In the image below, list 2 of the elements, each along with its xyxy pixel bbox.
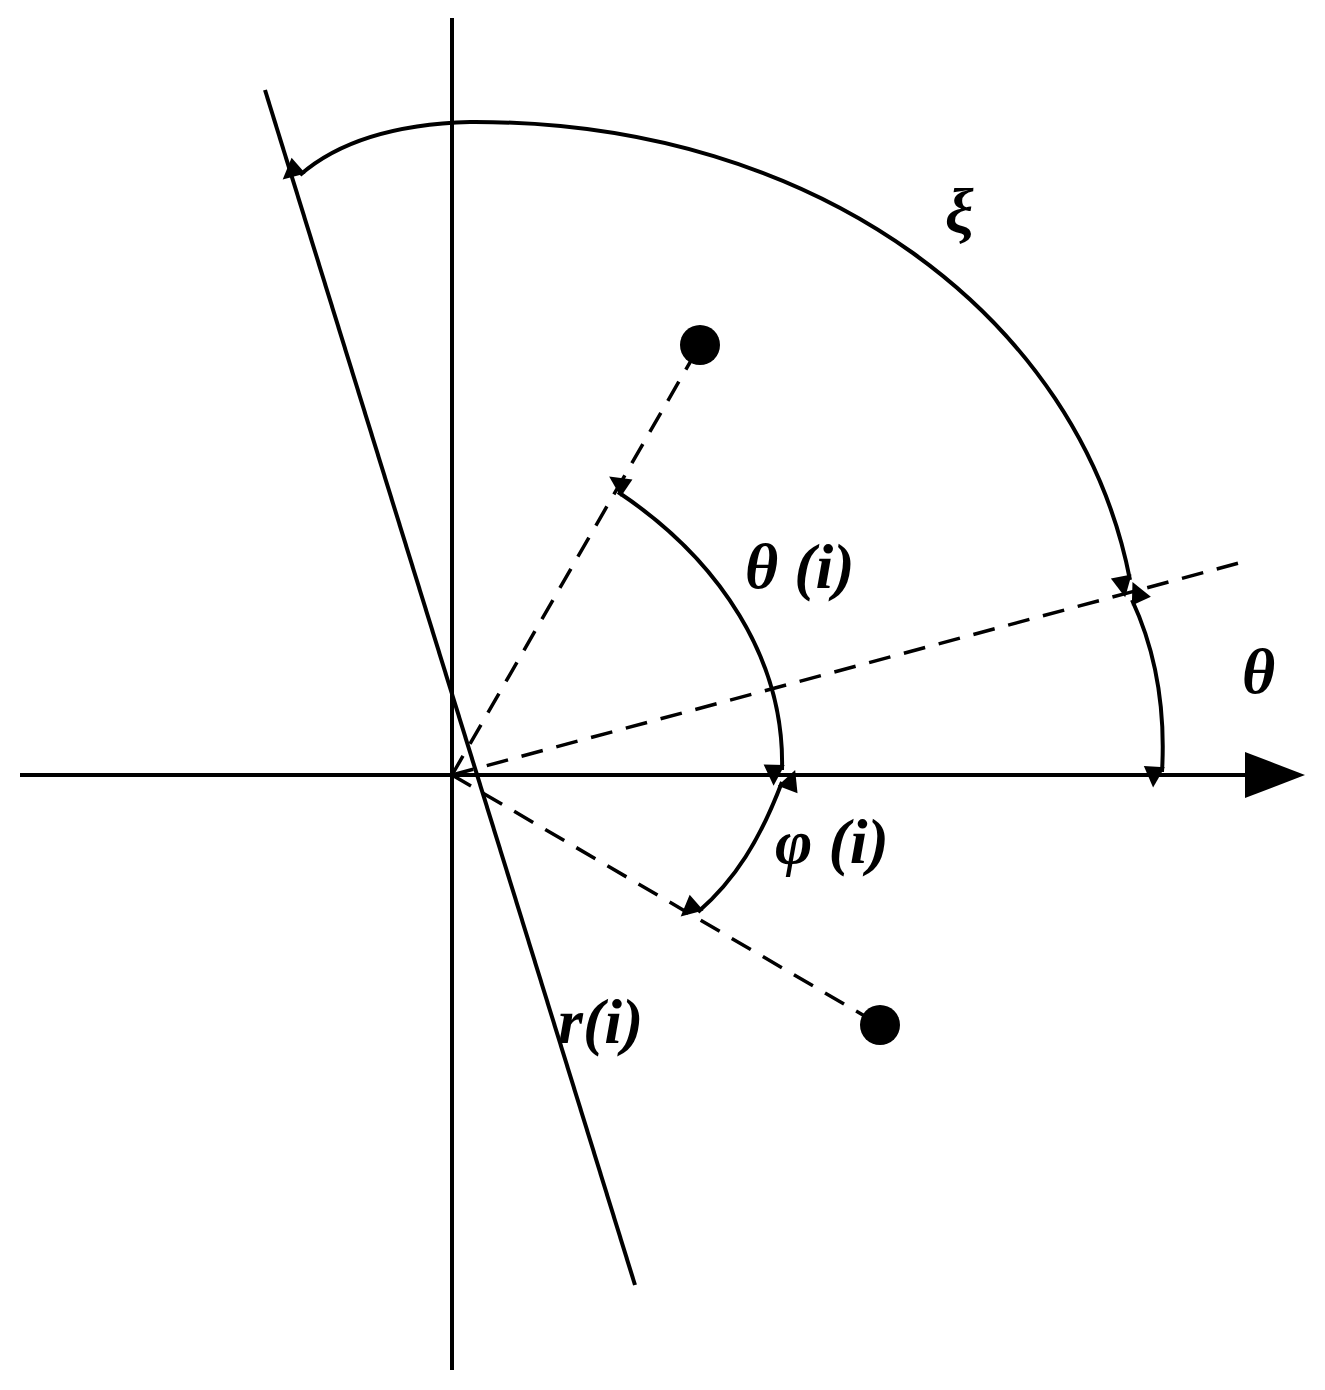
angle-label: θ (1242, 640, 1276, 704)
angle-label: ξ (945, 180, 974, 244)
